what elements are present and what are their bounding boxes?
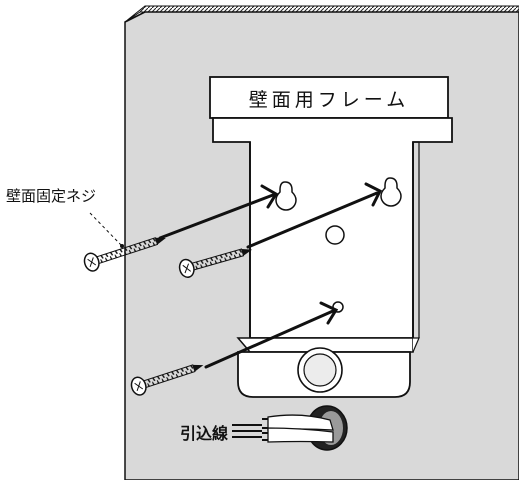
frame-title: 壁面用フレーム — [249, 89, 409, 111]
frame-center-hole — [325, 225, 345, 245]
keyhole-slot-right — [380, 177, 402, 207]
cable — [232, 405, 348, 451]
cable-label: 引込線 — [180, 424, 228, 443]
frame-label-box — [209, 76, 449, 119]
arrow-3 — [204, 301, 339, 369]
arrow-1 — [158, 184, 279, 240]
arrow-2 — [246, 182, 383, 249]
wall-frame — [209, 76, 453, 398]
screw-3 — [130, 364, 204, 396]
screw-1 — [83, 237, 166, 272]
screw-label-leader — [89, 212, 123, 247]
screw-2 — [178, 248, 253, 278]
keyhole-slot-left — [275, 181, 297, 211]
wall-top-edge — [124, 5, 519, 23]
screw-label: 壁面固定ネジ — [6, 187, 96, 205]
